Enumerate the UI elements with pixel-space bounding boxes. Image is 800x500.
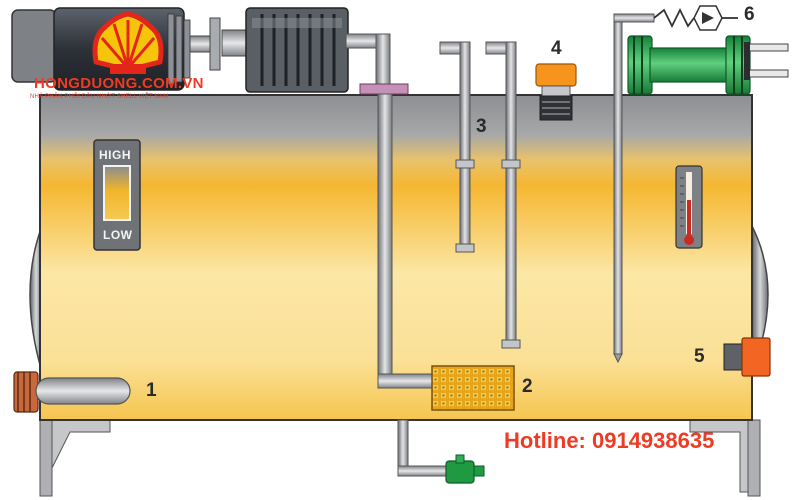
- return-filter: [613, 5, 789, 364]
- label-filler-breather: 4: [551, 38, 562, 59]
- thermometer: [675, 165, 703, 249]
- suction-line: [345, 33, 439, 389]
- brand-website: HONGDUONG.COM.VN: [34, 75, 204, 92]
- drain-valve: [397, 419, 485, 484]
- tank-body: [39, 94, 753, 421]
- gauge-high-label: HIGH: [99, 148, 131, 162]
- suction-strainer: [431, 365, 515, 411]
- brand-tagline: NHÀ PHÂN PHỐI DẦU NHỚT SHELL VIỆT NAM: [30, 94, 169, 100]
- label-strainer: 2: [522, 376, 533, 397]
- return-line-long: [485, 41, 521, 349]
- hotline-text: Hotline: 0914938635: [504, 428, 715, 453]
- label-filter: 6: [744, 4, 755, 25]
- gauge-low-label: LOW: [103, 228, 133, 242]
- sight-glass: [723, 337, 771, 377]
- shell-logo: [92, 11, 164, 74]
- filler-breather-cap: [535, 63, 577, 121]
- tank-legs: [39, 419, 761, 497]
- level-gauge: [93, 139, 141, 251]
- label-heater: 1: [146, 380, 157, 401]
- immersion-heater: [13, 371, 131, 413]
- label-sight-glass: 5: [694, 346, 705, 367]
- hydraulic-pump: [245, 7, 349, 93]
- label-return-lines: 3: [476, 116, 487, 137]
- return-line-short: [439, 41, 475, 253]
